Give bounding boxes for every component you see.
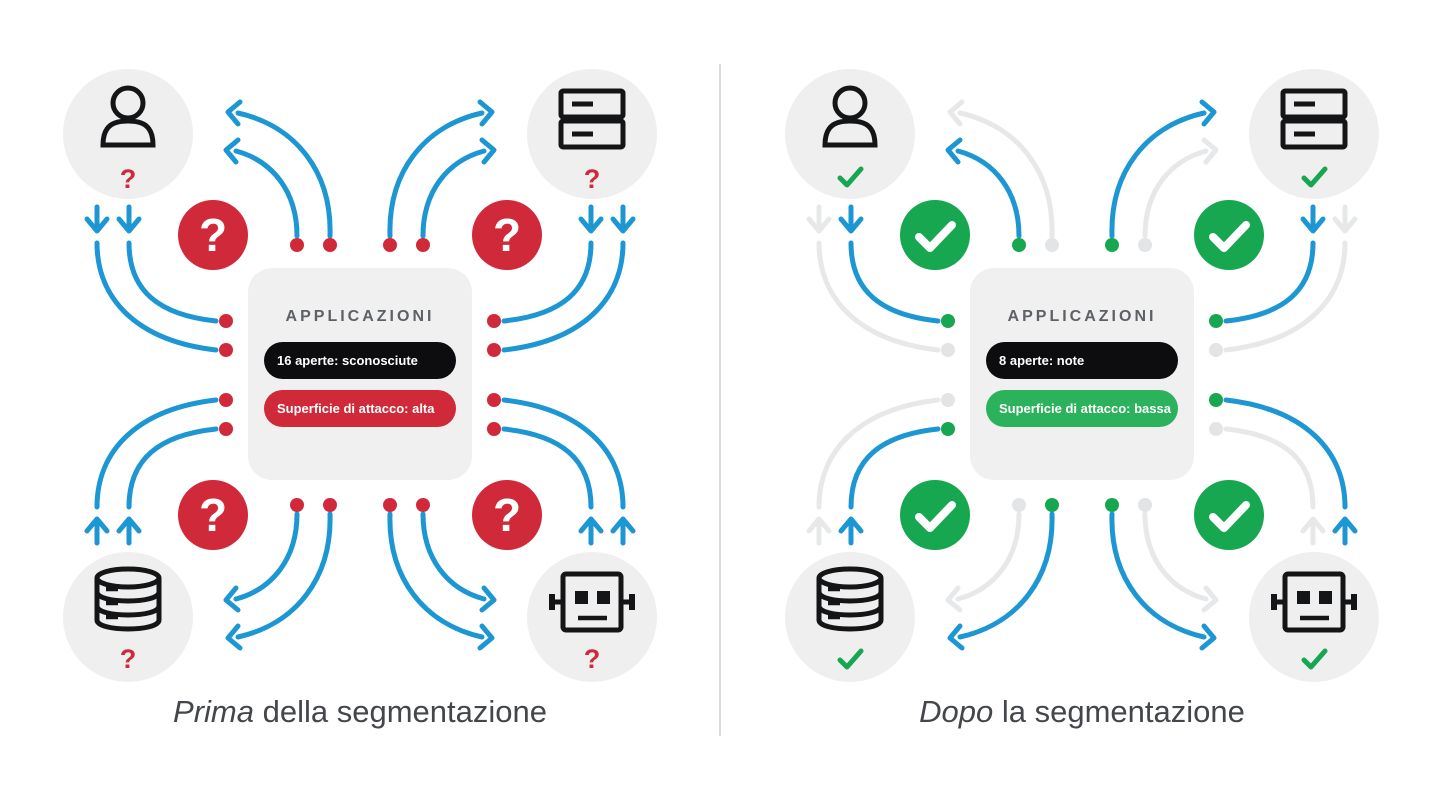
status-question-top-left: ? [178, 200, 248, 270]
node-database: ? [63, 552, 193, 682]
node-server: ? [527, 69, 657, 199]
attack-surface-badge: Superficie di attacco: alta [264, 390, 456, 427]
question-mark-icon: ? [493, 209, 521, 261]
panel-divider [719, 64, 721, 736]
applications-heading: APPLICAZIONI [1007, 308, 1157, 325]
caption-before-italic: Prima [173, 694, 254, 729]
node-server [1249, 69, 1379, 199]
diagram-after [785, 69, 1379, 682]
status-check-bottom-left [900, 480, 970, 550]
applications-box-after: APPLICAZIONI 8 aperte: note Superficie d… [970, 268, 1194, 480]
attack-surface-badge: Superficie di attacco: bassa [986, 390, 1178, 427]
caption-before-rest: della segmentazione [253, 694, 547, 729]
question-mark-icon: ? [199, 489, 227, 541]
panel-after-segmentation: APPLICAZIONI 8 aperte: note Superficie d… [722, 0, 1440, 810]
caption-after-rest: la segmentazione [993, 694, 1245, 729]
status-check-top-right [1194, 200, 1264, 270]
unknown-mark: ? [584, 164, 601, 194]
node-user: ? [63, 69, 193, 199]
diagram-before: ? ? ? ? ? ? ? ? [63, 69, 657, 682]
question-mark-icon: ? [493, 489, 521, 541]
unknown-mark: ? [584, 644, 601, 674]
node-bot [1249, 552, 1379, 682]
applications-box-before: APPLICAZIONI 16 aperte: sconosciute Supe… [248, 268, 472, 480]
node-user [785, 69, 915, 199]
caption-after-italic: Dopo [919, 694, 994, 729]
caption-before: Prima della segmentazione [0, 694, 720, 730]
status-question-top-right: ? [472, 200, 542, 270]
panel-before-segmentation: ? ? ? ? ? ? ? ? [0, 69, 720, 730]
node-bot: ? [527, 552, 657, 682]
status-question-bottom-right: ? [472, 480, 542, 550]
status-question-bottom-left: ? [178, 480, 248, 550]
caption-after: Dopo la segmentazione [722, 694, 1440, 730]
unknown-mark: ? [120, 164, 137, 194]
status-check-bottom-right [1194, 480, 1264, 550]
unknown-mark: ? [120, 644, 137, 674]
status-check-top-left [900, 200, 970, 270]
question-mark-icon: ? [199, 209, 227, 261]
applications-heading: APPLICAZIONI [285, 308, 435, 325]
node-database [785, 552, 915, 682]
open-apps-badge: 8 aperte: note [986, 342, 1178, 379]
open-apps-badge: 16 aperte: sconosciute [264, 342, 456, 379]
